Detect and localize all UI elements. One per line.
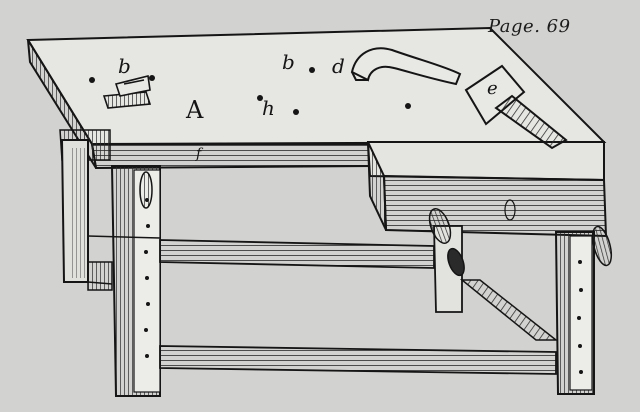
holdfast-left <box>102 75 152 109</box>
vise-screw-center <box>504 199 516 221</box>
label-b-holdfast: b <box>118 54 131 78</box>
vise-screw-left <box>428 208 465 277</box>
lower-stretcher <box>159 345 557 375</box>
middle-leg <box>433 225 463 313</box>
label-A: A <box>186 96 204 124</box>
right-leg-holes <box>577 260 583 374</box>
bench-top-front-edge <box>90 143 373 170</box>
upper-stretcher <box>159 239 435 269</box>
mallet <box>464 64 568 150</box>
label-e: e <box>487 78 498 99</box>
label-b-top: b <box>282 50 295 74</box>
page-number-label: Page. 69 <box>488 16 571 37</box>
label-d: d <box>332 54 345 78</box>
vise-block-front <box>382 174 608 238</box>
planing-stop <box>350 47 462 86</box>
svg-text:f: f <box>195 146 204 162</box>
vise-block-left <box>367 141 387 231</box>
side-stretcher-left <box>87 261 113 291</box>
vise-block-top <box>366 141 605 182</box>
bench-dog-holes <box>89 67 411 115</box>
vise-screw-right <box>591 225 613 267</box>
leg-vise-handle <box>139 171 153 209</box>
diagonal-brace <box>459 279 559 341</box>
label-h: h <box>262 96 275 120</box>
